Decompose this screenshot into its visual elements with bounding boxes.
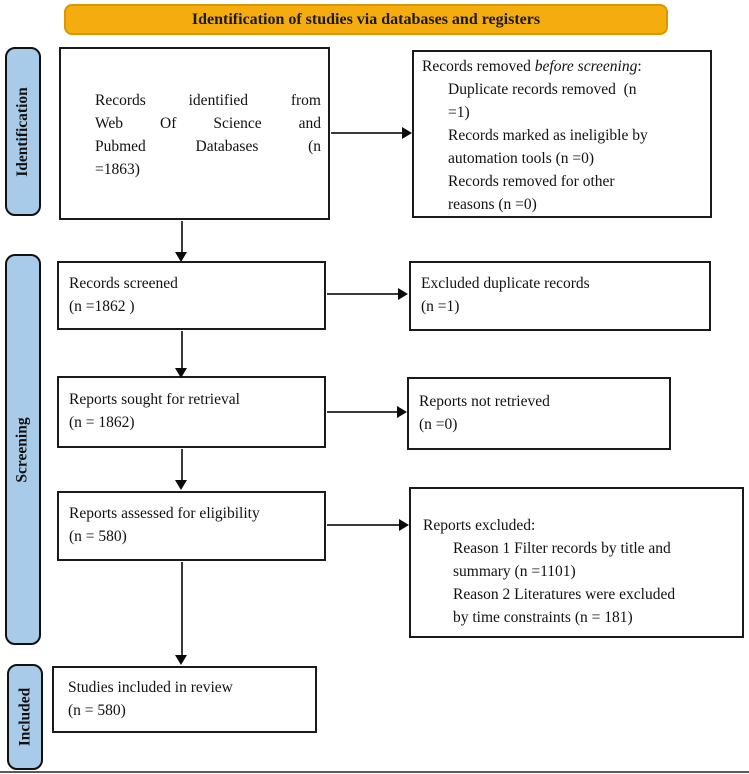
list-item: Duplicate records removed (n=1) — [448, 80, 637, 121]
text-line: (n = 580) — [69, 528, 127, 545]
box-reports-sought: Reports sought for retrieval (n = 1862) — [57, 376, 326, 448]
box-title: Records removed before screening: — [422, 56, 704, 79]
arrow-sought-to-notretrieved-line — [327, 411, 398, 413]
stage-label-screening: Screening — [5, 254, 41, 645]
stage-label-text: Identification — [14, 86, 31, 177]
arrow-right-icon — [398, 288, 408, 300]
arrow-screened-to-sought-line — [181, 331, 183, 369]
box-records-screened: Records screened (n =1862 ) — [57, 261, 326, 330]
arrow-down-icon — [175, 368, 187, 378]
box-title: Reports excluded: — [423, 517, 536, 534]
arrow-sought-to-assessed-line — [181, 449, 183, 481]
arrow-down-icon — [175, 252, 187, 262]
text-line: (n =0) — [419, 415, 458, 433]
arrow-identified-to-screened-line — [181, 221, 183, 254]
box-reports-excluded: Reports excluded: Reason 1 Filter record… — [409, 487, 744, 638]
arrow-right-icon — [397, 406, 407, 418]
title-italic-text: before screening — [534, 58, 638, 75]
stage-label-text: Included — [16, 687, 33, 747]
arrow-assessed-to-excluded-line — [327, 524, 400, 526]
title-text: : — [637, 58, 642, 75]
stage-label-text: Screening — [14, 416, 31, 483]
text-line: (n = 1862) — [69, 414, 135, 431]
text-line: Reports not retrieved — [419, 392, 550, 410]
arrow-down-icon — [175, 655, 187, 665]
arrow-down-icon — [175, 480, 187, 490]
stage-label-included: Included — [7, 664, 43, 770]
box-studies-included: Studies included in review (n = 580) — [52, 666, 317, 733]
text-line: (n =1862 ) — [69, 297, 135, 315]
arrow-identified-to-removed-line — [331, 132, 403, 134]
text-line: Reports sought for retrieval — [69, 391, 240, 409]
banner-label: Identification of studies via databases … — [191, 10, 541, 28]
text-line: =1863) — [95, 160, 140, 178]
text-line: Excluded duplicate records — [421, 275, 590, 293]
title-text: Records removed — [422, 58, 535, 75]
arrow-screened-to-excluded-line — [327, 293, 399, 295]
text-line: (n =1) — [421, 298, 460, 315]
box-excluded-duplicate-records: Excluded duplicate records (n =1) — [409, 261, 711, 331]
arrow-assessed-to-included-line — [181, 562, 183, 656]
text-line: Records screened — [69, 274, 178, 292]
text-line: Records identified from — [95, 92, 321, 109]
box-reports-not-retrieved: Reports not retrieved (n =0) — [407, 377, 671, 450]
text-line: Reports assessed for eligibility — [69, 505, 260, 523]
box-reports-assessed: Reports assessed for eligibility (n = 58… — [57, 491, 326, 561]
arrow-right-icon — [399, 519, 409, 531]
box-records-identified: Records identified from Web Of Science a… — [59, 47, 330, 220]
stage-label-identification: Identification — [5, 47, 41, 216]
text-line: Web Of Science and — [95, 114, 321, 132]
box-records-removed-before-screening: Records removed before screening: Duplic… — [412, 50, 712, 218]
text-line: Pubmed Databases (n — [95, 137, 321, 155]
arrow-right-icon — [402, 127, 412, 139]
banner: Identification of studies via databases … — [64, 4, 668, 35]
figure-bottom-edge — [0, 771, 749, 773]
text-line: (n = 580) — [68, 701, 126, 719]
box-text: Records identified from Web Of Science a… — [61, 49, 328, 182]
text-line: Studies included in review — [68, 678, 233, 696]
